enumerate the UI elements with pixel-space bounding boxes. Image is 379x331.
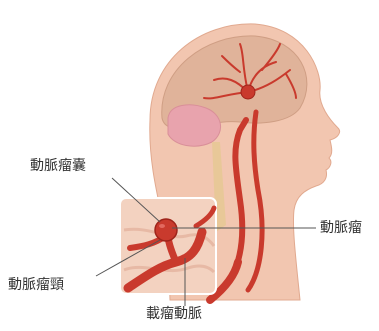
inset-panel bbox=[120, 198, 216, 294]
label-aneurysm: 動脈瘤 bbox=[320, 221, 362, 235]
label-parent-artery: 載瘤動脈 bbox=[146, 307, 202, 321]
cerebellum bbox=[168, 105, 221, 146]
label-aneurysm-sac: 動脈瘤囊 bbox=[30, 159, 86, 173]
label-aneurysm-neck: 動脈瘤頸 bbox=[8, 278, 64, 292]
aneurysm-head bbox=[241, 85, 255, 99]
